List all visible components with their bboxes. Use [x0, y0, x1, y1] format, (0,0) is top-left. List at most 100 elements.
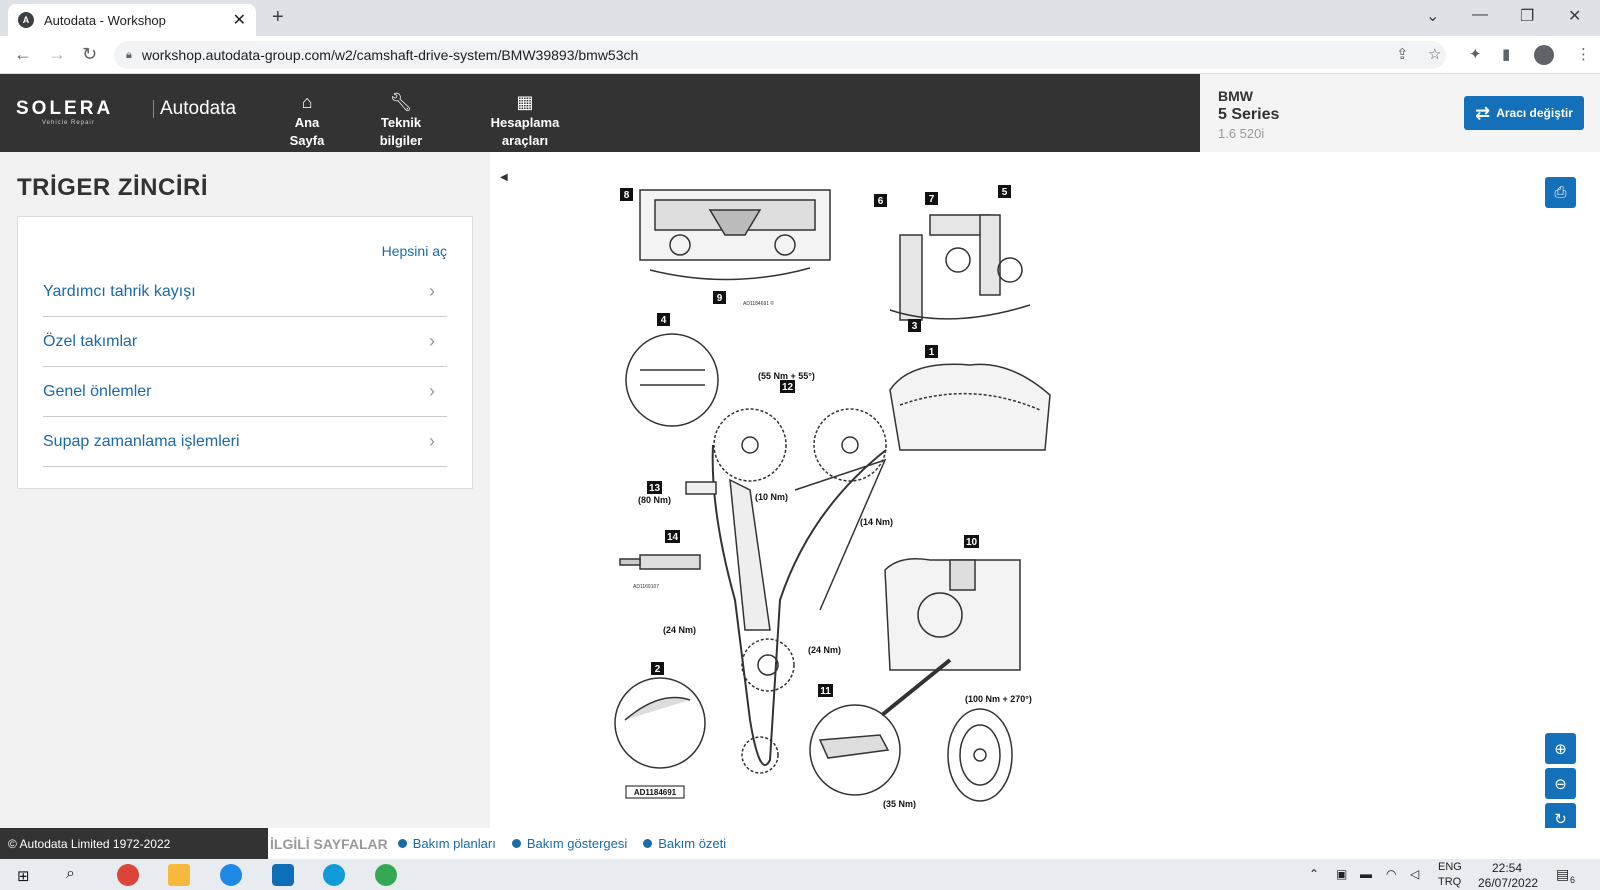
menu-item-auxiliary-drive-belt[interactable]: Yardımcı tahrik kayışı › [43, 267, 447, 317]
chrome-profile-icon[interactable] [117, 864, 139, 886]
torque-label-100nm: (100 Nm + 270°) [965, 694, 1032, 704]
vehicle-model: 5 Series [1218, 106, 1280, 123]
callout-5: 5 [1002, 187, 1008, 198]
restore-icon[interactable]: ❐ [1520, 8, 1535, 25]
notification-count: 6 [1570, 875, 1576, 885]
tab-close-icon[interactable]: ✕ [232, 12, 246, 29]
share-icon[interactable]: ⇪ [1396, 46, 1409, 63]
change-vehicle-button[interactable]: ⇄ Aracı değiştir [1464, 96, 1584, 130]
related-link-label: Bakım göstergesi [526, 836, 628, 851]
nav-calculation-tools[interactable]: ▦ Hesaplama araçları [466, 92, 584, 150]
bookmark-star-icon[interactable]: ☆ [1428, 46, 1442, 63]
tab-search-chevron-icon[interactable]: ⌄ [1426, 8, 1440, 25]
callout-3: 3 [912, 321, 918, 332]
menu-item-general-precautions[interactable]: Genel önlemler › [43, 367, 447, 417]
notification-center-icon[interactable]: ▤ [1556, 866, 1570, 882]
zoom-in-button[interactable]: ⊕ [1545, 733, 1576, 764]
search-icon[interactable]: ⌕ [66, 865, 75, 882]
file-explorer-icon[interactable] [168, 864, 190, 886]
expand-all-link[interactable]: Hepsini aç [381, 243, 447, 259]
detail-circle-2 [614, 677, 706, 769]
callout-6: 6 [878, 196, 884, 207]
menu-item-valve-timing-procedures[interactable]: Supap zamanlama işlemleri › [43, 417, 447, 467]
swap-arrows-icon: ⇄ [1475, 102, 1491, 123]
related-link-service-summary[interactable]: Bakım özeti [643, 836, 726, 851]
address-bar[interactable]: 🔒︎ workshop.autodata-group.com/w2/camsha… [114, 41, 1446, 69]
chevron-right-icon: › [429, 281, 435, 301]
vehicle-info-panel: BMW 5 Series 1.6 520i ⇄ Aracı değiştir [1200, 74, 1600, 152]
related-pages-header: İLGİLİ SAYFALAR [270, 835, 388, 852]
browser-tab[interactable]: A Autodata - Workshop ✕ [8, 4, 256, 36]
related-link-service-schedules[interactable]: Bakım planları [397, 836, 496, 851]
callout-1: 1 [929, 347, 935, 358]
nav-technical-info[interactable]: 🔧︎ Teknik bilgiler [360, 92, 442, 150]
zoom-out-button[interactable]: ⊖ [1545, 768, 1576, 799]
collapse-panel-icon[interactable]: ◀ [500, 172, 508, 183]
browser-menu-icon[interactable]: ⋮ [1576, 46, 1591, 63]
chevron-right-icon: › [429, 381, 435, 401]
reload-icon[interactable]: ↻ [82, 44, 98, 64]
related-link-service-indicator[interactable]: Bakım göstergesi [511, 836, 628, 851]
image-code-1: AD1184691 © [743, 300, 774, 307]
bullet-icon [511, 839, 521, 848]
browser-toolbar: ← → ↻ 🔒︎ workshop.autodata-group.com/w2/… [0, 36, 1600, 74]
change-vehicle-label: Aracı değiştir [1496, 106, 1573, 120]
language-code-1[interactable]: ENG [1438, 861, 1462, 873]
torque-label-10nm: (10 Nm) [755, 492, 788, 502]
chevron-right-icon: › [429, 431, 435, 451]
section-menu-card: Hepsini aç Yardımcı tahrik kayışı › Özel… [17, 216, 473, 489]
back-arrow-icon[interactable]: ← [14, 44, 32, 64]
diagram-reference-code: AD1184691 [634, 788, 677, 797]
solera-autodata-logo[interactable]: SOLERA Vehicle Repair Autodata [16, 98, 236, 126]
nav-home[interactable]: ⌂ Ana Sayfa [276, 92, 338, 150]
minimize-icon[interactable]: — [1472, 6, 1488, 23]
volume-icon[interactable]: ◁ [1410, 867, 1420, 881]
brand-subtitle: Vehicle Repair [42, 120, 95, 126]
related-link-label: Bakım planları [412, 836, 496, 851]
wifi-icon[interactable]: ◠ [1386, 867, 1397, 881]
skype-icon[interactable] [220, 864, 242, 886]
clock-time[interactable]: 22:54 [1492, 861, 1523, 875]
menu-item-label: Özel takımlar [43, 332, 138, 350]
crankshaft-pulley-illustration [947, 708, 1013, 802]
home-icon: ⌂ [301, 92, 313, 112]
bullet-icon [643, 839, 653, 848]
clock-date[interactable]: 26/07/2022 [1478, 876, 1539, 890]
profile-avatar-icon[interactable] [1534, 45, 1554, 65]
camshaft-bridge-illustration [639, 189, 831, 281]
windows-start-icon[interactable]: ⊞ [17, 868, 30, 885]
tray-chevron-up-icon[interactable]: ⌃ [1309, 867, 1320, 881]
battery-icon[interactable]: ▬ [1360, 867, 1372, 881]
logo-divider [153, 100, 154, 118]
detail-circle-11 [809, 704, 901, 796]
chrome-icon[interactable] [375, 864, 397, 886]
autodata-favicon-icon: A [18, 12, 34, 28]
menu-item-special-tools[interactable]: Özel takımlar › [43, 317, 447, 367]
wrench-icon: 🔧︎ [389, 92, 413, 112]
language-code-2[interactable]: TRQ [1438, 876, 1462, 888]
side-panel-icon[interactable]: ▮ [1502, 46, 1511, 63]
bullet-icon [397, 839, 407, 848]
edge-icon[interactable] [323, 864, 345, 886]
nav-calculation-tools-label: Hesaplama araçları [490, 115, 560, 148]
tray-device-icon[interactable]: ▣ [1336, 867, 1348, 881]
chevron-right-icon: › [429, 331, 435, 351]
teamviewer-icon[interactable] [272, 864, 294, 886]
lock-icon: 🔒︎ [126, 48, 132, 61]
extensions-puzzle-icon[interactable]: ✦ [1469, 46, 1482, 63]
torque-label-12: (55 Nm + 55°) [758, 371, 815, 381]
related-link-label: Bakım özeti [658, 836, 727, 851]
new-tab-icon[interactable]: + [272, 6, 284, 28]
crankshaft-block-illustration [884, 558, 1021, 671]
engine-chain-view-illustration [889, 363, 1051, 451]
print-button[interactable]: ⎙ [1545, 177, 1576, 208]
timing-chain-assembly [711, 408, 887, 774]
forward-arrow-icon[interactable]: → [48, 44, 66, 64]
window-close-icon[interactable]: ✕ [1568, 8, 1582, 25]
callout-7: 7 [929, 194, 935, 205]
torque-label-24nm-left: (24 Nm) [663, 625, 696, 635]
url-text: workshop.autodata-group.com/w2/camshaft-… [141, 47, 639, 63]
nav-technical-info-label: Teknik bilgiler [379, 115, 423, 148]
page-title: TRİGER ZİNCİRİ [17, 174, 208, 201]
torque-label-14nm: (14 Nm) [860, 517, 893, 527]
